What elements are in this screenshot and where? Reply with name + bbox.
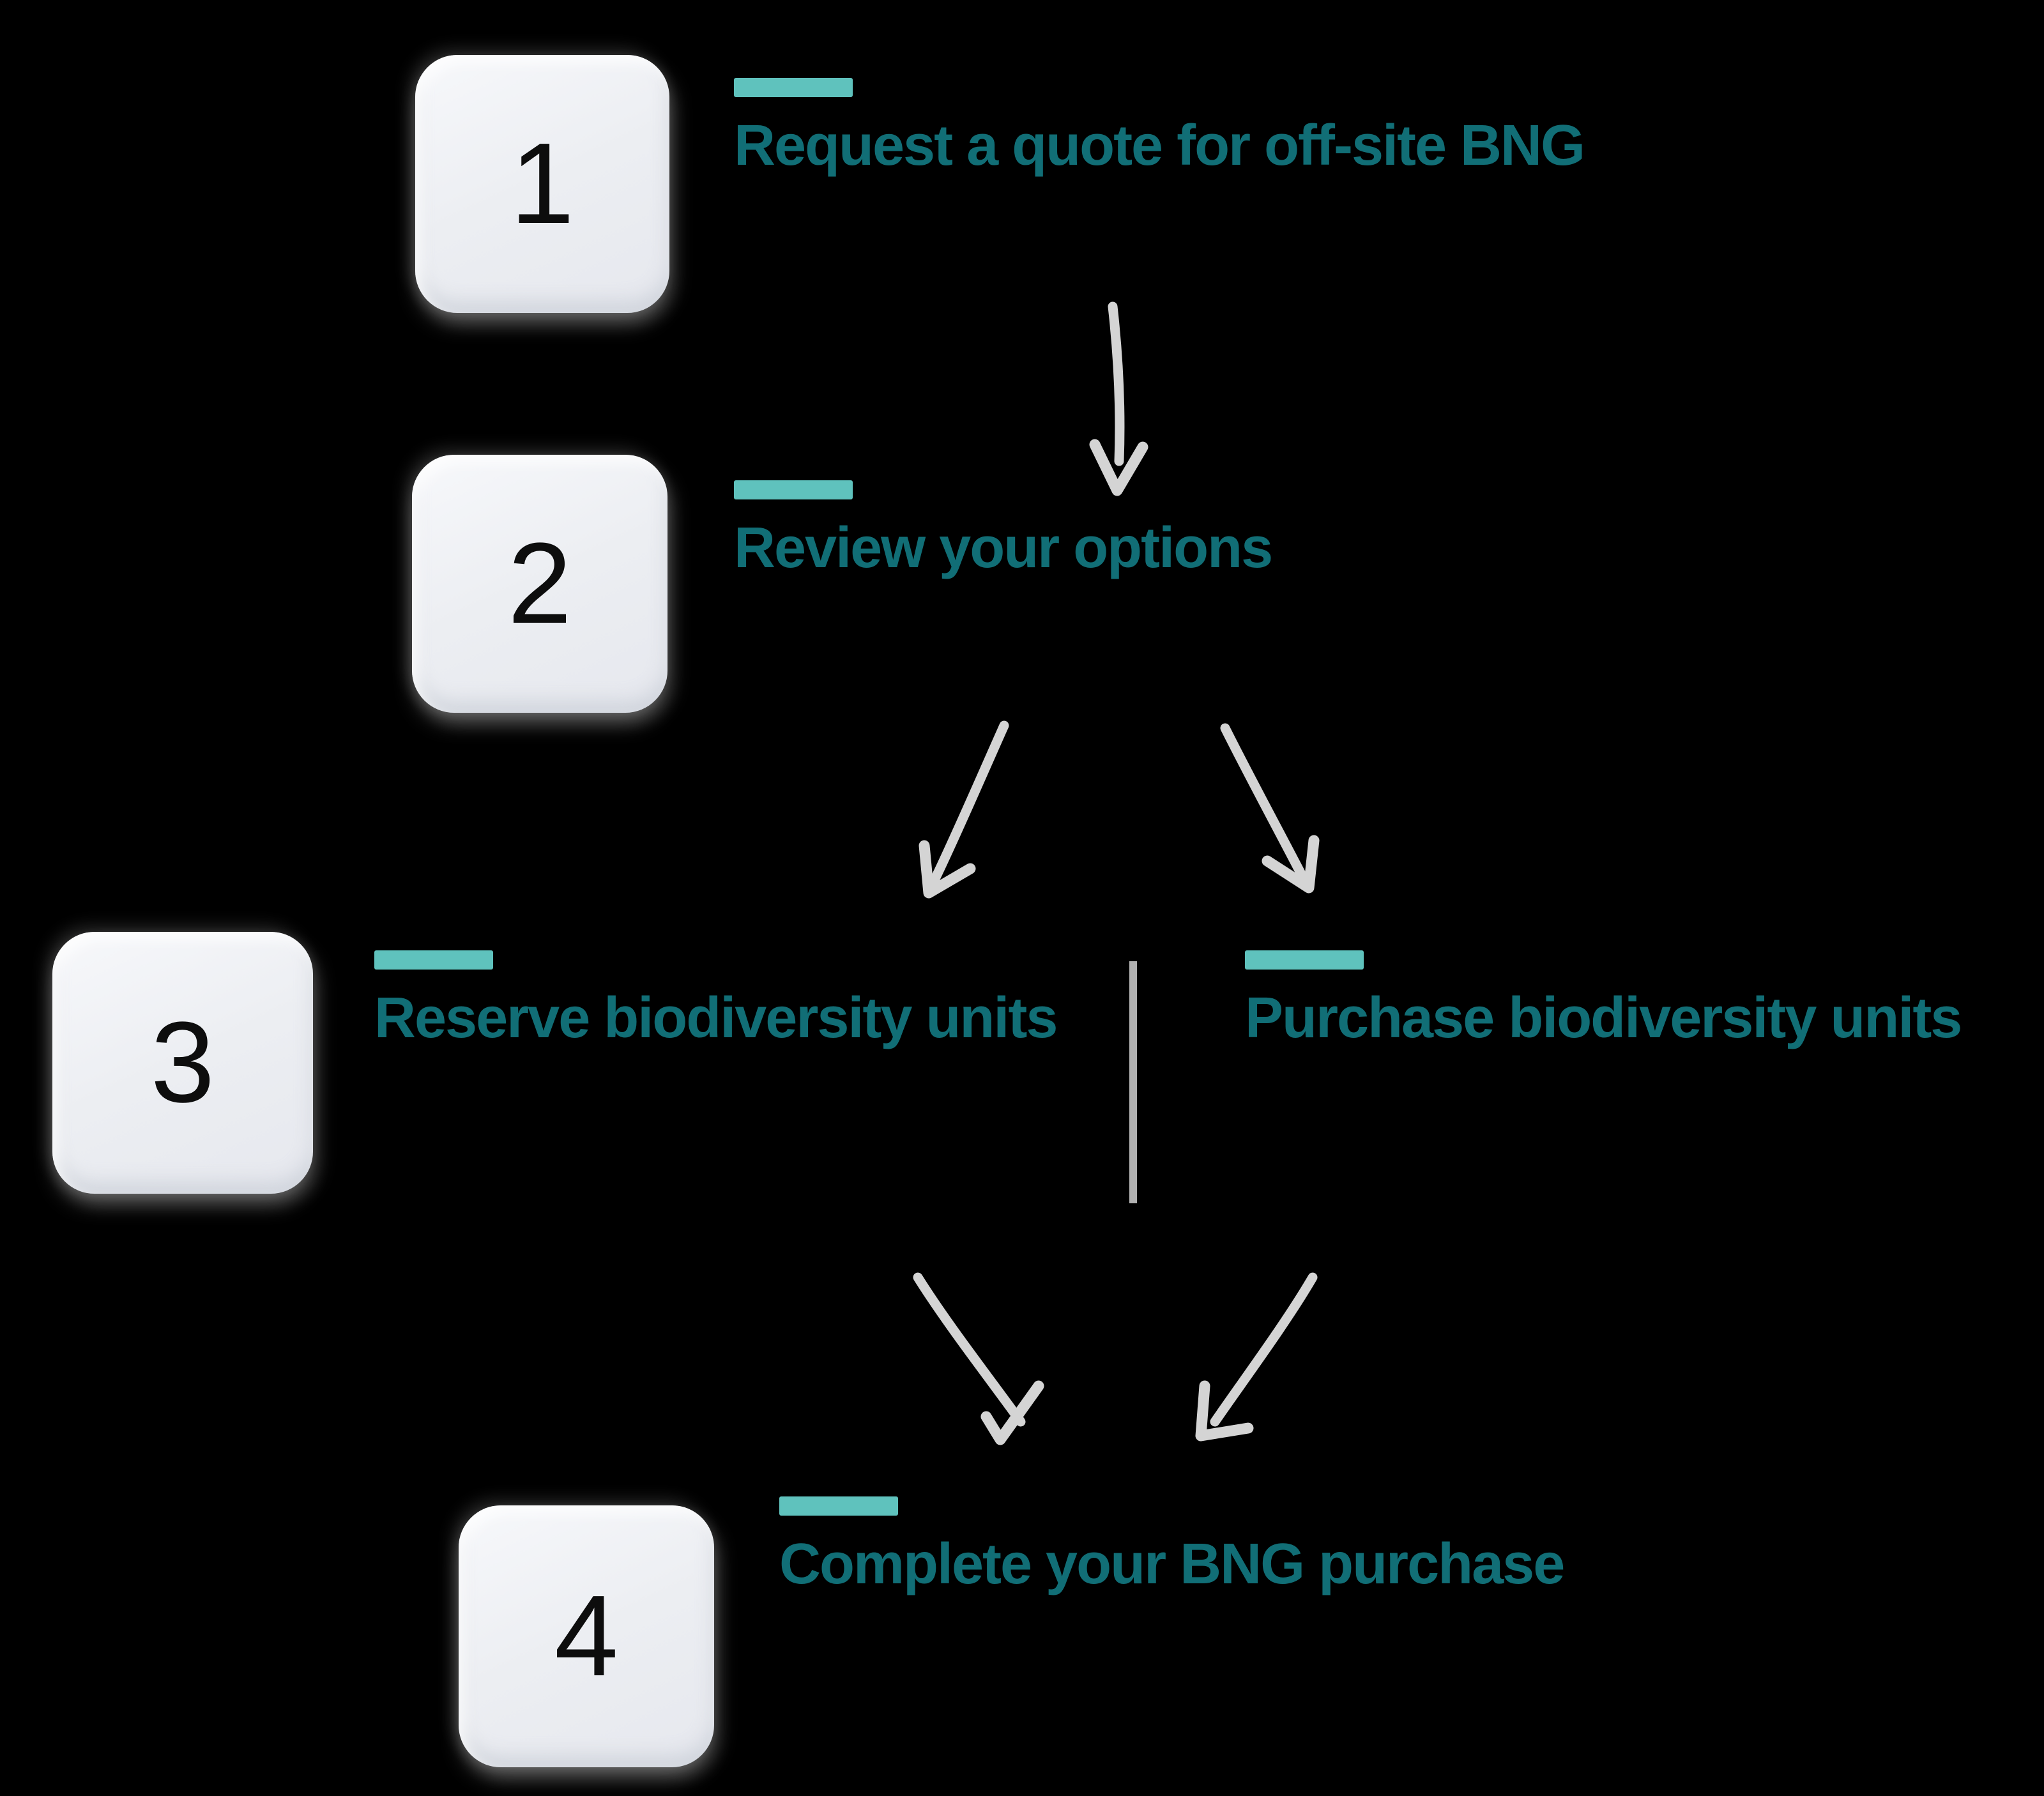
step-3-purchase-accent-bar [1245, 950, 1364, 970]
step-2-heading: Review your options [734, 480, 1273, 580]
step-4-number-box: 4 [459, 1505, 714, 1767]
arrow-split-right [1220, 723, 1320, 894]
arrow-split-left [919, 720, 1009, 899]
step-3-title-purchase: Purchase biodiversity units [1245, 986, 1962, 1050]
step-3-heading-reserve: Reserve biodiversity units [374, 950, 1058, 1050]
arrow-merge-left [913, 1272, 1044, 1445]
step-1-accent-bar [734, 78, 853, 97]
step-2-title: Review your options [734, 516, 1273, 580]
step-3-heading-purchase: Purchase biodiversity units [1245, 950, 1962, 1050]
step-3-title-reserve: Reserve biodiversity units [374, 986, 1058, 1050]
step-1-number-box: 1 [415, 55, 669, 313]
step-3-reserve-accent-bar [374, 950, 493, 970]
step-4-accent-bar [779, 1496, 898, 1516]
step-3-number-box: 3 [52, 932, 313, 1194]
step-1-heading: Request a quote for off-site BNG [734, 78, 1585, 178]
step-3-number: 3 [150, 998, 215, 1127]
step-4-title: Complete your BNG purchase [779, 1532, 1565, 1596]
step-2-accent-bar [734, 480, 853, 499]
arrow-step1-to-step2 [1089, 301, 1148, 496]
step-2-number: 2 [507, 519, 572, 648]
step-1-title: Request a quote for off-site BNG [734, 114, 1585, 178]
step-2-number-box: 2 [412, 455, 667, 713]
arrow-merge-right [1195, 1272, 1318, 1442]
step-4-number: 4 [554, 1572, 619, 1700]
step-4-heading: Complete your BNG purchase [779, 1496, 1565, 1596]
step-1-number: 1 [510, 119, 575, 248]
